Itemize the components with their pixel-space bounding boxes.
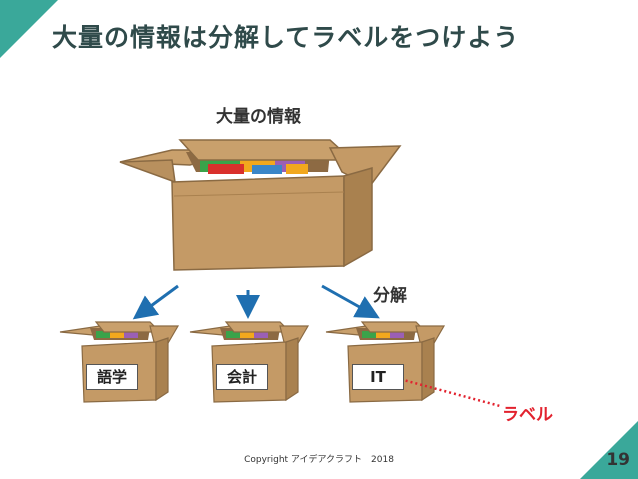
corner-decoration-top-left — [0, 0, 58, 58]
arrow-right — [321, 284, 380, 319]
small-box-illustration-3 — [325, 321, 446, 403]
copyright: Copyright アイデアクラフト 2018 — [244, 455, 394, 465]
big-box-label: 大量の情報 — [216, 107, 301, 127]
split-label: 分解 — [373, 286, 407, 306]
label-note: ラベル — [502, 405, 553, 425]
big-box-illustration — [119, 139, 402, 271]
arrow-left — [132, 284, 179, 320]
slide-title: 大量の情報は分解してラベルをつけよう — [52, 23, 520, 52]
box-tag-accounting: 会計 — [216, 364, 268, 390]
corner-decoration-bottom-right — [580, 421, 638, 479]
small-box-illustration-2 — [189, 321, 310, 403]
small-box-illustration-1 — [59, 321, 180, 403]
box-tag-it: IT — [352, 364, 404, 390]
page-number: 19 — [606, 450, 630, 470]
box-tag-language: 語学 — [86, 364, 138, 390]
